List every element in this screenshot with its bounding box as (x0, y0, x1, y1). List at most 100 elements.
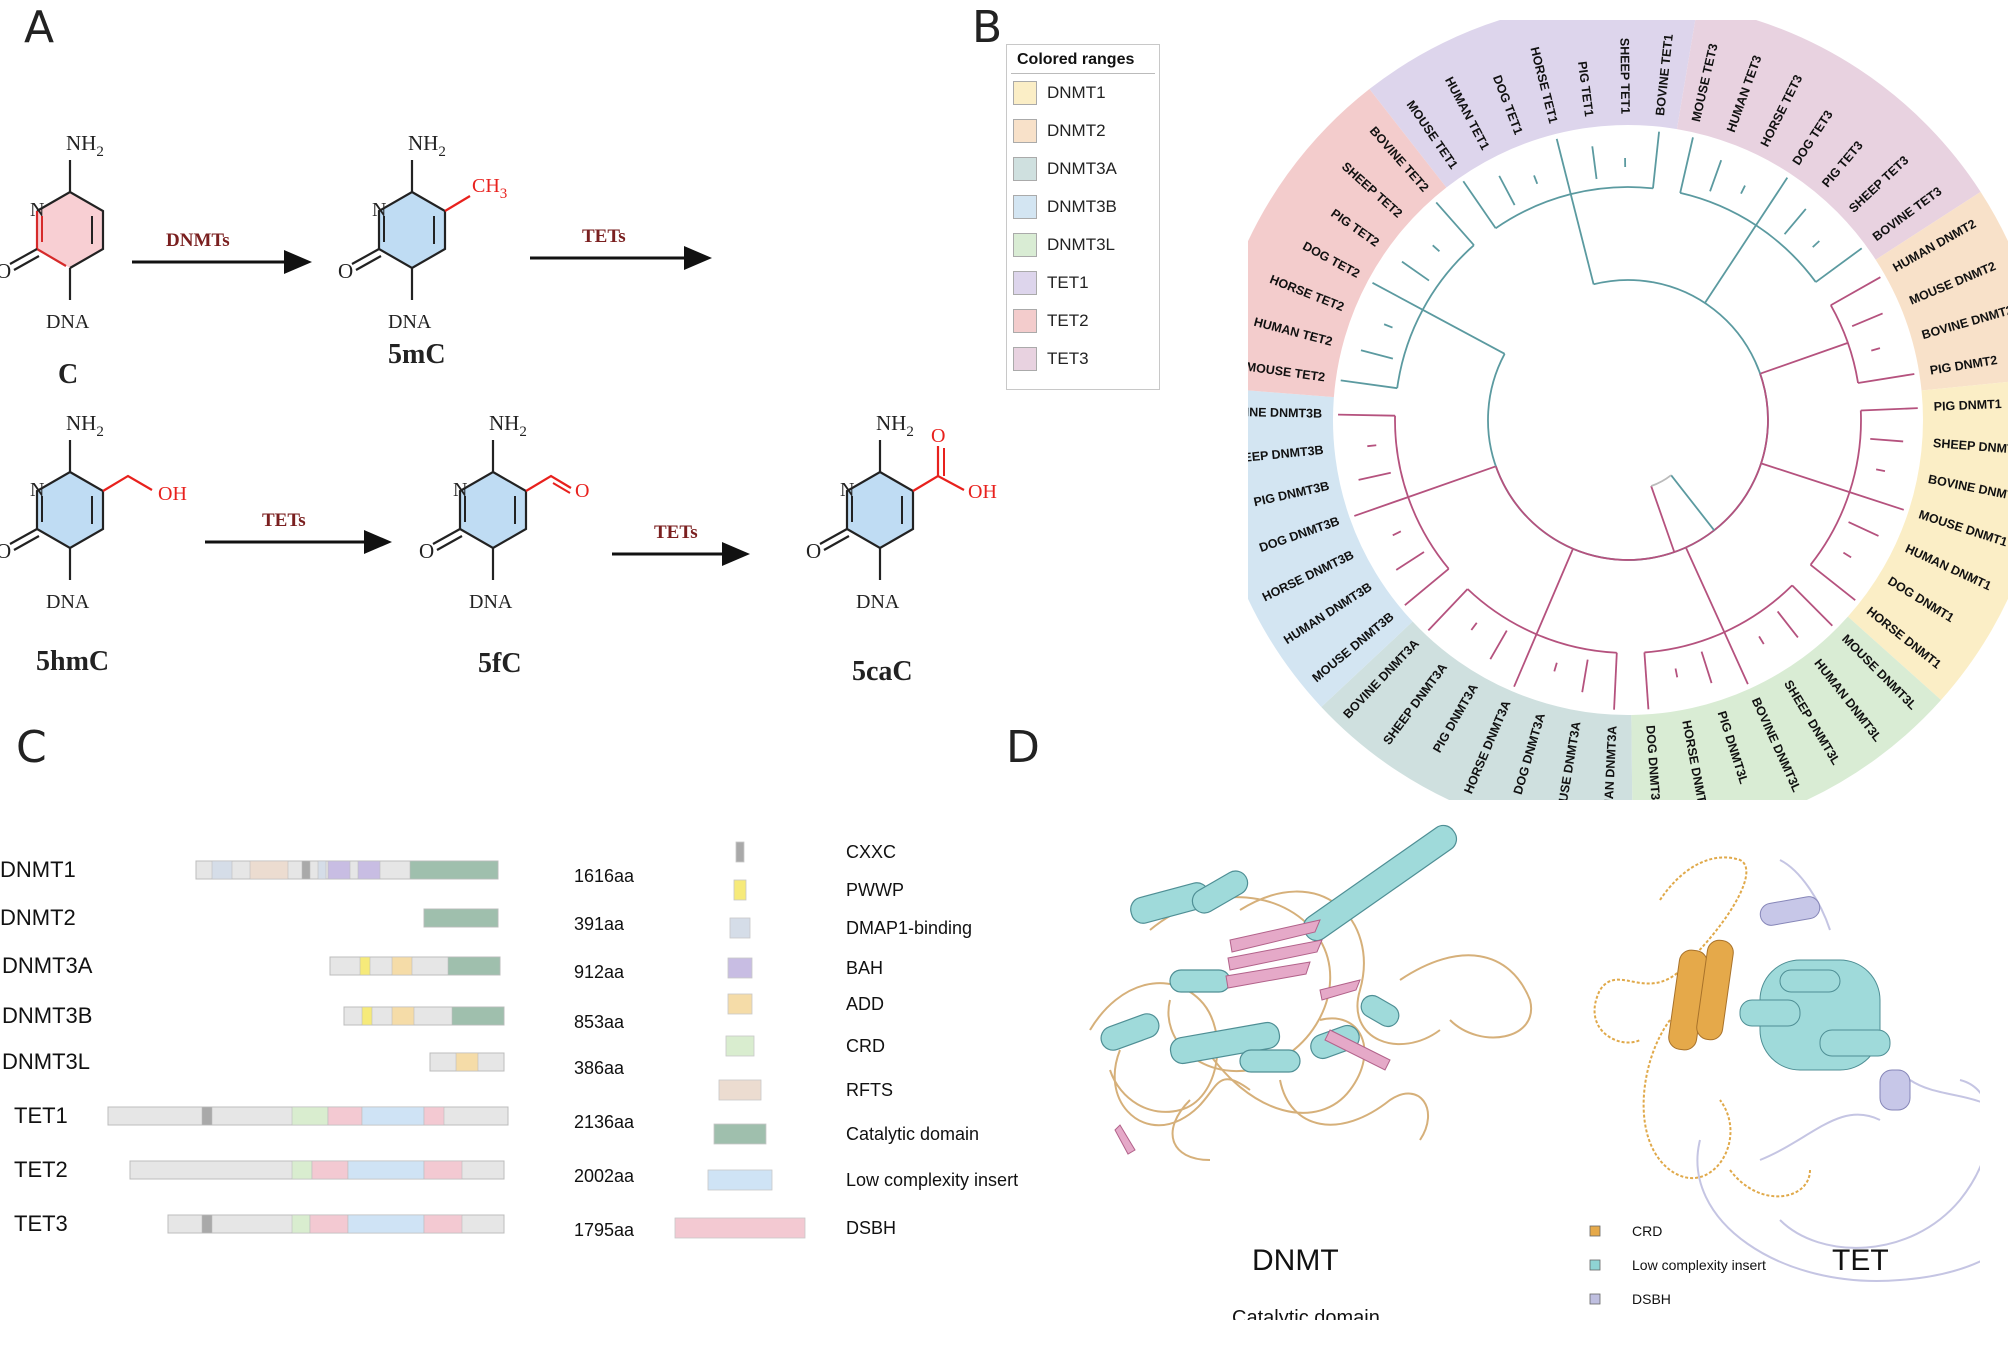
atom-o: O (806, 539, 821, 563)
leaf-branch (1876, 469, 1885, 471)
domain-segment (392, 1007, 414, 1025)
legend-swatch (1013, 309, 1037, 333)
domain-segment (456, 1053, 478, 1071)
tet-legend-swatch (1590, 1260, 1600, 1270)
tet-structure-image (1595, 857, 1980, 1281)
clade-stem-tet3 (1705, 225, 1756, 303)
legend-swatch (1013, 271, 1037, 295)
domain-segment (392, 957, 412, 975)
legend-label: TET1 (1047, 273, 1089, 293)
molecule-5cac: N NH2 O DNA O OH (806, 411, 997, 613)
domain-segment (424, 1215, 462, 1233)
leaf-branch (1372, 283, 1422, 310)
protein-length: 1795aa (574, 1220, 635, 1240)
leaf-label: PIG DNMT1 (1933, 397, 2002, 414)
leaf-branch (1582, 660, 1587, 693)
leaf-branch (1852, 313, 1882, 326)
domain-swatch (728, 958, 752, 978)
domain-segment (360, 957, 370, 975)
leaf-branch (1785, 209, 1806, 234)
legend-label: TET2 (1047, 311, 1089, 331)
leaf-label: BOVINE DNMT3B (1248, 405, 1322, 421)
leaf-branch (1811, 565, 1856, 600)
protein-length: 1616aa (574, 866, 635, 886)
leaf-branch (1499, 176, 1514, 205)
domain-legend-item: Catalytic domain (714, 1124, 979, 1144)
domain-label: CXXC (846, 842, 896, 862)
protein-name: DNMT2 (0, 905, 76, 930)
leaf-branch (1393, 531, 1401, 535)
domain-legend-item: DSBH (675, 1218, 896, 1238)
domain-legend-item: CXXC (736, 842, 896, 862)
root-branch-tet (1671, 475, 1714, 530)
protein-length: 912aa (574, 962, 625, 982)
protein-row-dnmt3b: DNMT3B 853aa (2, 1003, 625, 1032)
leaf-branch (1433, 245, 1440, 251)
domain-segment (358, 861, 380, 879)
leaf-branch (1831, 277, 1881, 305)
legend-item-dnmt3b: DNMT3B (1007, 188, 1159, 226)
atom-oh: OH (968, 481, 997, 503)
legend-item-dnmt3l: DNMT3L (1007, 226, 1159, 264)
domain-legend: CXXCPWWPDMAP1-bindingBAHADDCRDRFTSCataly… (675, 842, 1018, 1238)
arrow-label-tets: TETs (262, 510, 306, 531)
domain-segment (362, 1007, 372, 1025)
dnmt-title: DNMT (1252, 1244, 1339, 1277)
leaf-branch (1514, 634, 1536, 686)
leaf-branch (1534, 175, 1537, 183)
domain-segment (212, 861, 232, 879)
leaf-branch (1367, 445, 1376, 446)
domain-swatch (675, 1218, 805, 1238)
domain-segment (424, 909, 498, 927)
protein-row-dnmt2: DNMT2 391aa (0, 905, 625, 934)
tet-title: TET (1832, 1244, 1889, 1277)
leaf-branch (1384, 324, 1392, 327)
protein-length: 391aa (574, 914, 625, 934)
domain-segment (348, 1161, 424, 1179)
panel-a-reaction-scheme: N NH2 O DNA C DNMTs N NH2 O DNA C (0, 60, 1040, 760)
domain-segment (310, 1215, 348, 1233)
domain-legend-item: RFTS (719, 1080, 893, 1100)
leaf-branch (1816, 248, 1862, 282)
leaf-branch (1680, 137, 1693, 193)
protein-name: DNMT3B (2, 1003, 92, 1028)
leaf-branch (1849, 522, 1879, 536)
domain-label: PWWP (846, 880, 904, 900)
domain-legend-item: DMAP1-binding (730, 918, 972, 938)
legend-swatch (1013, 195, 1037, 219)
molecule-5fc: N NH2 O DNA O (419, 411, 589, 613)
domain-label: ADD (846, 994, 884, 1014)
leaf-branch (1614, 653, 1617, 710)
protein-name: DNMT3A (2, 953, 93, 978)
protein-length: 853aa (574, 1012, 625, 1032)
molecule-name-5mc: 5mC (388, 339, 446, 370)
domain-segment (202, 1215, 212, 1233)
leaf-branch (1702, 652, 1712, 683)
domain-label: BAH (846, 958, 883, 978)
atom-n: N (372, 199, 386, 221)
protein-name: TET3 (14, 1211, 68, 1236)
atom-dna: DNA (856, 591, 900, 613)
atom-ch3: CH3 (472, 175, 507, 202)
arrow-label-dnmts: DNMTs (166, 230, 230, 251)
legend-label: DNMT1 (1047, 83, 1106, 103)
legend-swatch (1013, 347, 1037, 371)
domain-label: DSBH (846, 1218, 896, 1238)
protein-length: 2136aa (574, 1112, 635, 1132)
domain-legend-item: Low complexity insert (708, 1170, 1018, 1190)
leaf-branch (1338, 415, 1395, 416)
leaf-branch (1436, 202, 1474, 245)
domain-swatch (730, 918, 750, 938)
domain-swatch (734, 880, 746, 900)
domain-segment (312, 1161, 348, 1179)
protein-name: DNMT3L (2, 1049, 90, 1074)
leaf-branch (1396, 552, 1424, 570)
leaf-branch (1402, 262, 1429, 281)
atom-n: N (453, 479, 467, 501)
clade-stem-dnmt2 (1760, 343, 1848, 374)
legend-label: DNMT3A (1047, 159, 1117, 179)
